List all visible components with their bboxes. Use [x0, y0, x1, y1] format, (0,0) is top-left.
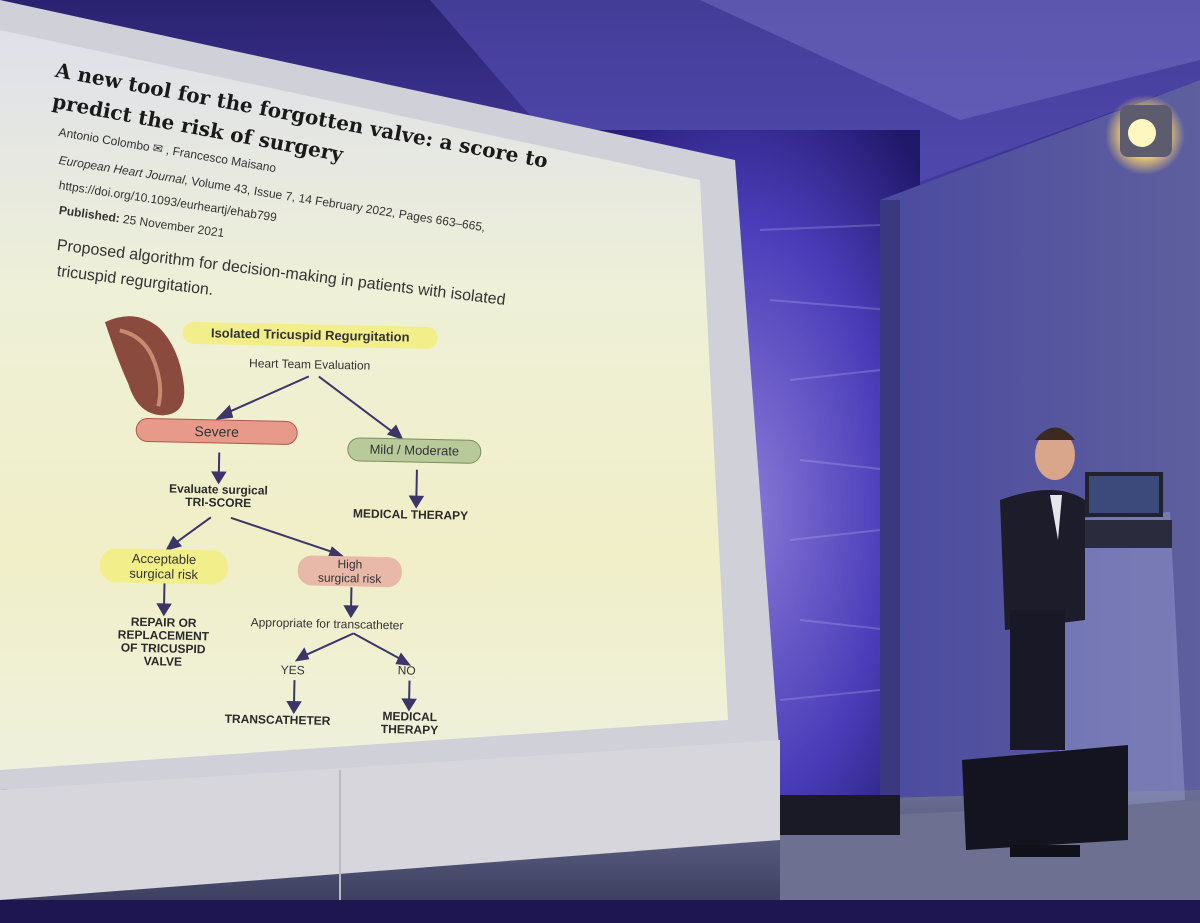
floor-monitor: [962, 745, 1128, 857]
conference-stage-scene: [0, 0, 1200, 900]
floor-speaker: [780, 795, 900, 835]
